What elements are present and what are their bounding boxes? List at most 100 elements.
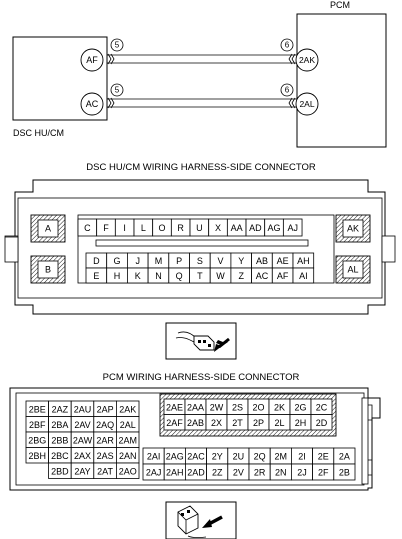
pcm-pin-2s: 2S <box>232 402 243 412</box>
dsc-pin-p: P <box>176 256 182 266</box>
pcm-module-box <box>296 13 387 148</box>
pcm-pin-2bh: 2BH <box>29 451 47 461</box>
pin-2ak-label: 2AK <box>299 55 315 65</box>
dsc-pin-x: X <box>215 223 221 233</box>
dsc-pin-aj-cell <box>282 218 303 237</box>
connector-number-left: 5 <box>115 86 120 95</box>
dsc-pin-o: O <box>159 223 166 233</box>
pcm-pin-2ah: 2AH <box>166 468 184 478</box>
schematic: PCM DSC HU/CM AF 2AK 5 6 AC 2AL <box>12 0 387 148</box>
dsc-pin-g: G <box>114 256 121 266</box>
dsc-pin-k: K <box>135 271 141 281</box>
pcm-pin-2x: 2X <box>211 418 222 428</box>
pcm-pin-2bd: 2BD <box>51 466 69 476</box>
pcm-pin-2ax: 2AX <box>74 451 91 461</box>
pcm-pin-2u: 2U <box>233 452 245 462</box>
dsc-pin-r: R <box>177 223 184 233</box>
connector-mark-right-icon <box>288 53 296 65</box>
dsc-pin-v: V <box>218 256 224 266</box>
connector-mark-left-icon <box>107 53 115 65</box>
pcm-pin-2ap: 2AP <box>97 404 114 414</box>
pcm-pin-2f: 2F <box>318 468 329 478</box>
dsc-pin-d: D <box>93 256 100 266</box>
pcm-pin-2bb: 2BB <box>51 435 68 445</box>
pcm-pin-2v: 2V <box>233 468 244 478</box>
pcm-pin-2az: 2AZ <box>52 404 69 414</box>
pcm-pin-2ao-cell <box>116 462 140 479</box>
pin-af-label: AF <box>86 55 98 65</box>
pcm-pin-2d: 2D <box>316 418 328 428</box>
dsc-pin-aj: AJ <box>287 223 298 233</box>
pcm-pin-2aj: 2AJ <box>146 468 162 478</box>
dsc-pin-ah: AH <box>297 256 310 266</box>
dsc-connector: DSC HU/CM WIRING HARNESS-SIDE CONNECTOR … <box>4 162 396 315</box>
pcm-pin-2z: 2Z <box>212 468 223 478</box>
pin-2al-circle <box>295 92 319 116</box>
connector-mark-right-icon <box>288 97 296 109</box>
view-direction-icon <box>165 322 237 360</box>
pcm-pin-2c: 2C <box>316 402 328 412</box>
connector-mark-left-icon <box>107 97 115 109</box>
wire-af-2ak: AF 2AK 5 6 <box>80 38 319 72</box>
dsc-pin-b: B <box>45 265 51 275</box>
dsc-pin-m: M <box>155 256 163 266</box>
pcm-pin-2i: 2I <box>298 452 306 462</box>
pcm-pin-2au: 2AU <box>74 404 92 414</box>
wire-ac-2al: AC 2AL 5 6 <box>80 83 319 116</box>
pcm-pin-2w: 2W <box>210 402 224 412</box>
dsc-pin-q: Q <box>176 271 183 281</box>
pcm-pin-2ab: 2AB <box>187 418 204 428</box>
pcm-pin-2am: 2AM <box>118 435 137 445</box>
dsc-pin-u: U <box>196 223 203 233</box>
pin-2al-label: 2AL <box>299 99 314 109</box>
dsc-pin-a: A <box>45 224 51 234</box>
pcm-pin-2ay: 2AY <box>74 466 90 476</box>
dsc-pin-ab: AB <box>256 256 268 266</box>
pcm-pin-2bg: 2BG <box>28 435 46 445</box>
dsc-pin-aa: AA <box>231 223 243 233</box>
pcm-pin-2ac: 2AC <box>187 452 205 462</box>
pcm-pin-2ak: 2AK <box>119 404 136 414</box>
pcm-pin-2bc: 2BC <box>51 451 69 461</box>
dsc-pin-al: AL <box>347 265 358 275</box>
pcm-pin-2ai: 2AI <box>147 452 161 462</box>
pcm-pin-2aa: 2AA <box>187 402 204 412</box>
dsc-pin-ai-cell <box>292 267 315 284</box>
dsc-pin-ak: AK <box>347 224 359 234</box>
dsc-pin-w: W <box>216 271 225 281</box>
pcm-pin-2b: 2B <box>339 468 350 478</box>
pcm-pin-2d-cell <box>310 414 333 431</box>
pcm-pin-2ae: 2AE <box>166 402 183 412</box>
pcm-pin-2al: 2AL <box>120 420 136 430</box>
connector-number-left: 5 <box>115 41 120 50</box>
pcm-pin-2t: 2T <box>232 418 243 428</box>
pcm-pin-2be: 2BE <box>29 404 46 414</box>
pcm-pin-2n: 2N <box>275 468 287 478</box>
dsc-pin-e: E <box>93 271 99 281</box>
pcm-pin-2as: 2AS <box>97 451 114 461</box>
dsc-pin-h: H <box>114 271 121 281</box>
pcm-pin-2af: 2AF <box>166 418 183 428</box>
pcm-pin-2o: 2O <box>252 402 264 412</box>
pcm-pin-2bf: 2BF <box>29 420 46 430</box>
pcm-pin-2r: 2R <box>254 468 266 478</box>
dsc-pin-c: C <box>84 223 91 233</box>
pcm-pin-2aq: 2AQ <box>96 420 114 430</box>
pcm-pin-2ba: 2BA <box>51 420 68 430</box>
pcm-pin-2av: 2AV <box>74 420 90 430</box>
pcm-pin-2a: 2A <box>339 452 350 462</box>
dsc-pin-j: J <box>136 256 141 266</box>
pcm-pin-2ar: 2AR <box>96 435 114 445</box>
dsc-pin-y: Y <box>238 256 244 266</box>
dsc-pin-ac: AC <box>256 271 269 281</box>
pcm-pin-2b-cell <box>333 463 356 481</box>
dsc-pin-ag: AG <box>268 223 281 233</box>
pin-ac-circle <box>80 92 104 116</box>
